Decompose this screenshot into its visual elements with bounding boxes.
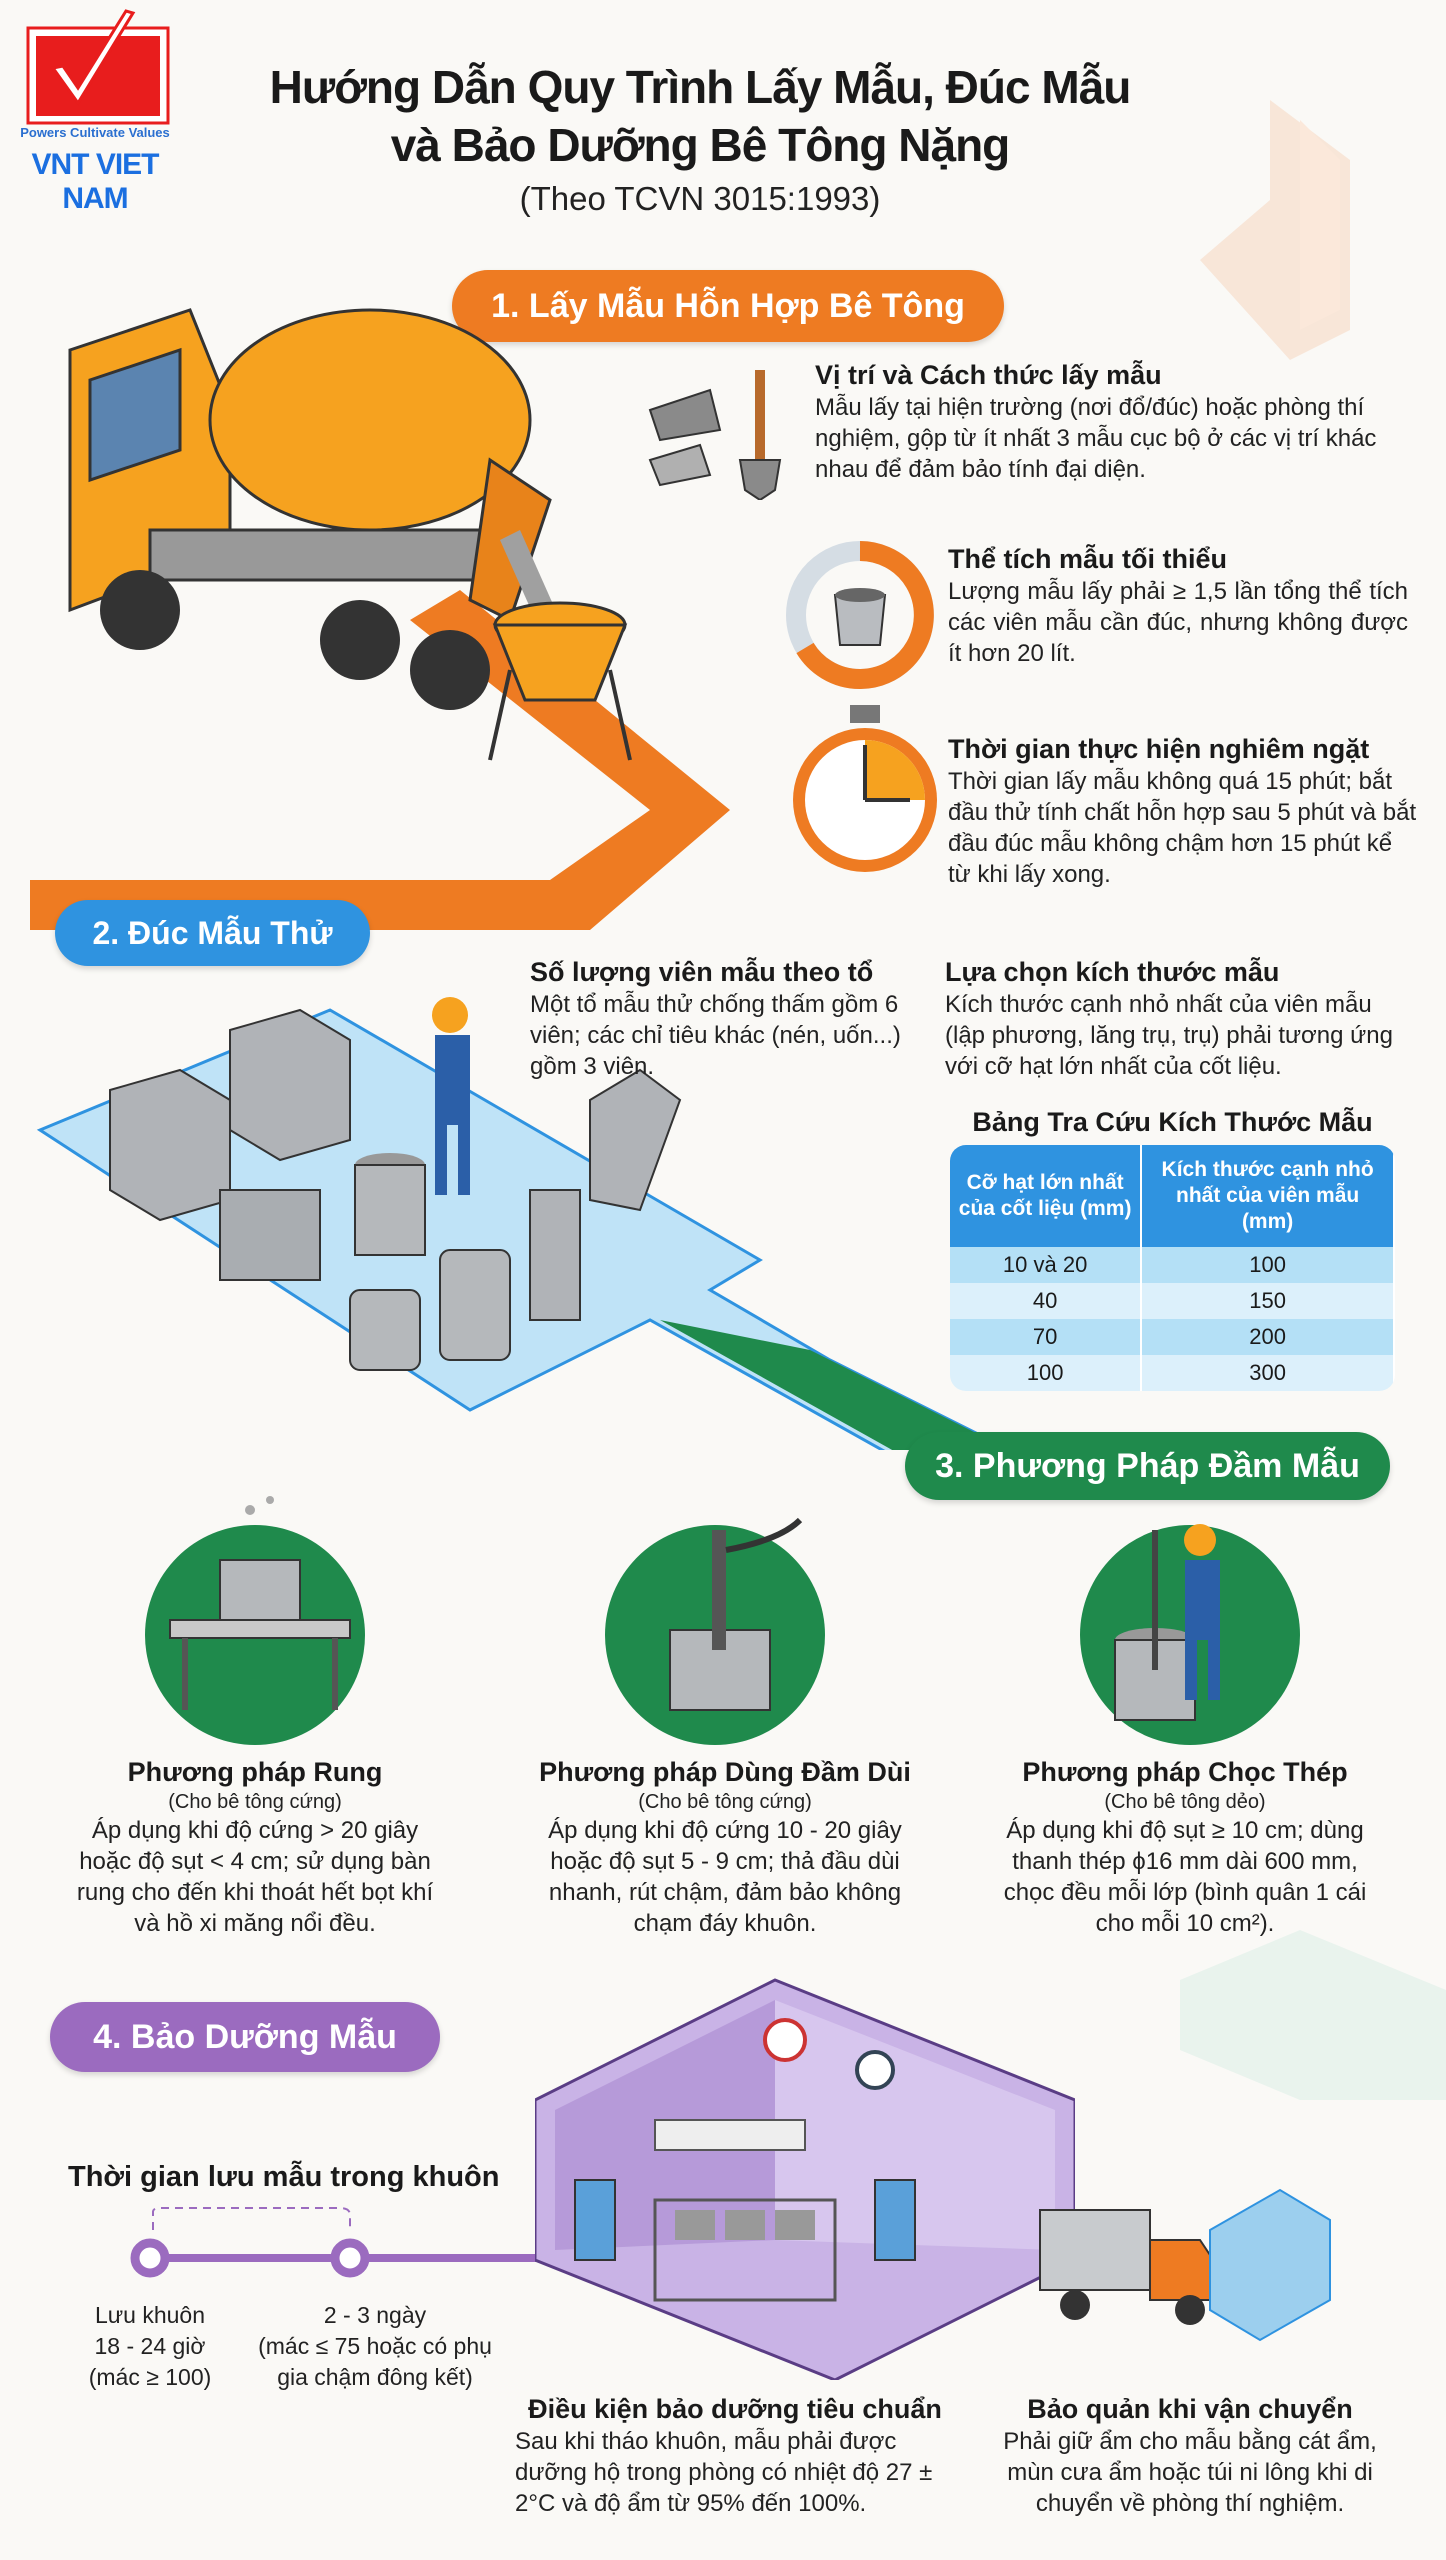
rodding-worker-illustration <box>1114 1524 1220 1721</box>
sampling-location-item: Vị trí và Cách thức lấy mẫu Mẫu lấy tại … <box>815 358 1415 485</box>
curing-room-illustration <box>535 1978 1075 2380</box>
method-title: Phương pháp Chọc Thép <box>1022 1757 1348 1787</box>
table-title: Bảng Tra Cứu Kích Thước Mẫu <box>972 1107 1373 1137</box>
table-cell: 70 <box>950 1319 1143 1355</box>
item-title: Thời gian thực hiện nghiêm ngặt <box>948 734 1370 764</box>
stopwatch-icon <box>793 705 937 872</box>
table-cell: 200 <box>1141 1319 1395 1355</box>
section-1-header: 1. Lấy Mẫu Hỗn Hợp Bê Tông <box>452 270 1004 342</box>
item-body: Sau khi tháo khuôn, mẫu phải được dưỡng … <box>515 2428 933 2517</box>
method-body: Áp dụng khi độ cứng 10 - 20 giây hoặc độ… <box>548 1817 902 1937</box>
transport-truck-covered-specimen-illustration <box>1039 2188 1331 2342</box>
table-cell: 40 <box>950 1283 1143 1319</box>
table-cell: 100 <box>950 1355 1143 1391</box>
timeline-label-1: Lưu khuôn 18 - 24 giờ (mác ≥ 100) <box>88 2302 212 2390</box>
casting-platform-illustration <box>36 997 1014 1450</box>
timeline-label-2: 2 - 3 ngày (mác ≤ 75 hoặc có phụ gia chậ… <box>258 2302 492 2390</box>
page-subtitle: (Theo TCVN 3015:1993) <box>519 180 881 217</box>
timeline-title: Thời gian lưu mẫu trong khuôn <box>68 2161 500 2193</box>
volume-donut-bucket-icon <box>786 541 934 689</box>
table-header: Kích thước cạnh nhỏ nhất của viên mẫu (m… <box>1141 1145 1395 1247</box>
logo-name: VNT VIET NAM <box>31 148 159 215</box>
table-cell: 10 và 20 <box>950 1247 1143 1283</box>
method-subtitle: (Cho bê tông cứng) <box>168 1791 342 1813</box>
method-poker-vibrator: Phương pháp Dùng Đầm Dùi (Cho bê tông cứ… <box>525 1755 925 1939</box>
table-header: Cỡ hạt lớn nhất của cốt liệu (mm) <box>950 1145 1143 1247</box>
item-body: Thời gian lấy mẫu không quá 15 phút; bắt… <box>948 768 1417 888</box>
item-title: Lựa chọn kích thước mẫu <box>945 957 1280 987</box>
table-cell: 100 <box>1141 1247 1395 1283</box>
logo <box>18 8 188 128</box>
item-body: Phải giữ ẩm cho mẫu bằng cát ẩm, mùn cưa… <box>1003 2428 1377 2517</box>
poker-vibrator-illustration <box>669 1517 803 1711</box>
section-2-header: 2. Đúc Mẫu Thử <box>55 900 370 966</box>
item-title: Thể tích mẫu tối thiểu <box>948 544 1228 574</box>
item-body: Lượng mẫu lấy phải ≥ 1,5 lần tổng thể tí… <box>948 578 1408 667</box>
method-rodding: Phương pháp Chọc Thép (Cho bê tông dẻo) … <box>985 1755 1385 1939</box>
timeline-line <box>130 2207 550 2278</box>
specimens-per-set-item: Số lượng viên mẫu theo tổ Một tổ mẫu thử… <box>530 955 930 1082</box>
item-title: Bảo quản khi vận chuyển <box>1027 2394 1353 2424</box>
table-cell: 300 <box>1141 1355 1395 1391</box>
decorative-building-icon <box>1200 100 1350 360</box>
section-4-header: 4. Bảo Dưỡng Mẫu <box>50 2002 440 2072</box>
method-title: Phương pháp Dùng Đầm Dùi <box>539 1757 911 1787</box>
specimen-size-item: Lựa chọn kích thước mẫu Kích thước cạnh … <box>945 955 1405 1082</box>
decorative-blocks-icon <box>1180 1930 1446 2100</box>
section-3-header: 3. Phương Pháp Đầm Mẫu <box>905 1432 1390 1500</box>
logo-tagline: Powers Cultivate Values <box>20 125 170 140</box>
transport-storage-item: Bảo quản khi vận chuyển Phải giữ ẩm cho … <box>980 2392 1400 2519</box>
method-subtitle: (Cho bê tông dẻo) <box>1104 1791 1266 1813</box>
item-body: Mẫu lấy tại hiện trường (nơi đổ/đúc) hoặ… <box>815 394 1377 483</box>
item-body: Kích thước cạnh nhỏ nhất của viên mẫu (l… <box>945 991 1393 1080</box>
minimum-volume-item: Thể tích mẫu tối thiểu Lượng mẫu lấy phả… <box>948 542 1408 669</box>
method-title: Phương pháp Rung <box>127 1757 383 1787</box>
table-cell: 150 <box>1141 1283 1395 1319</box>
specimen-size-table: Cỡ hạt lớn nhất của cốt liệu (mm)Kích th… <box>950 1145 1395 1391</box>
timeline-point-1 <box>130 2238 170 2278</box>
timeline-point-2 <box>330 2238 370 2278</box>
item-title: Vị trí và Cách thức lấy mẫu <box>815 360 1162 390</box>
method-body: Áp dụng khi độ cứng > 20 giây hoặc độ sụ… <box>76 1817 434 1937</box>
checkmark-logo-icon <box>26 9 170 125</box>
item-body: Một tổ mẫu thử chống thấm gồm 6 viên; cá… <box>530 991 901 1080</box>
method-body: Áp dụng khi độ sụt ≥ 10 cm; dùng thanh t… <box>1003 1817 1367 1937</box>
shovel-trowel-icon <box>648 370 782 500</box>
standard-curing-item: Điều kiện bảo dưỡng tiêu chuẩn Sau khi t… <box>515 2392 955 2519</box>
strict-timing-item: Thời gian thực hiện nghiêm ngặt Thời gia… <box>948 732 1418 890</box>
concrete-mixer-truck-illustration <box>30 308 730 930</box>
item-title: Số lượng viên mẫu theo tổ <box>530 957 874 987</box>
item-title: Điều kiện bảo dưỡng tiêu chuẩn <box>528 2394 942 2424</box>
method-vibration: Phương pháp Rung (Cho bê tông cứng) Áp d… <box>70 1755 440 1939</box>
method-subtitle: (Cho bê tông cứng) <box>638 1791 812 1813</box>
vibration-table-illustration <box>169 1496 351 1710</box>
